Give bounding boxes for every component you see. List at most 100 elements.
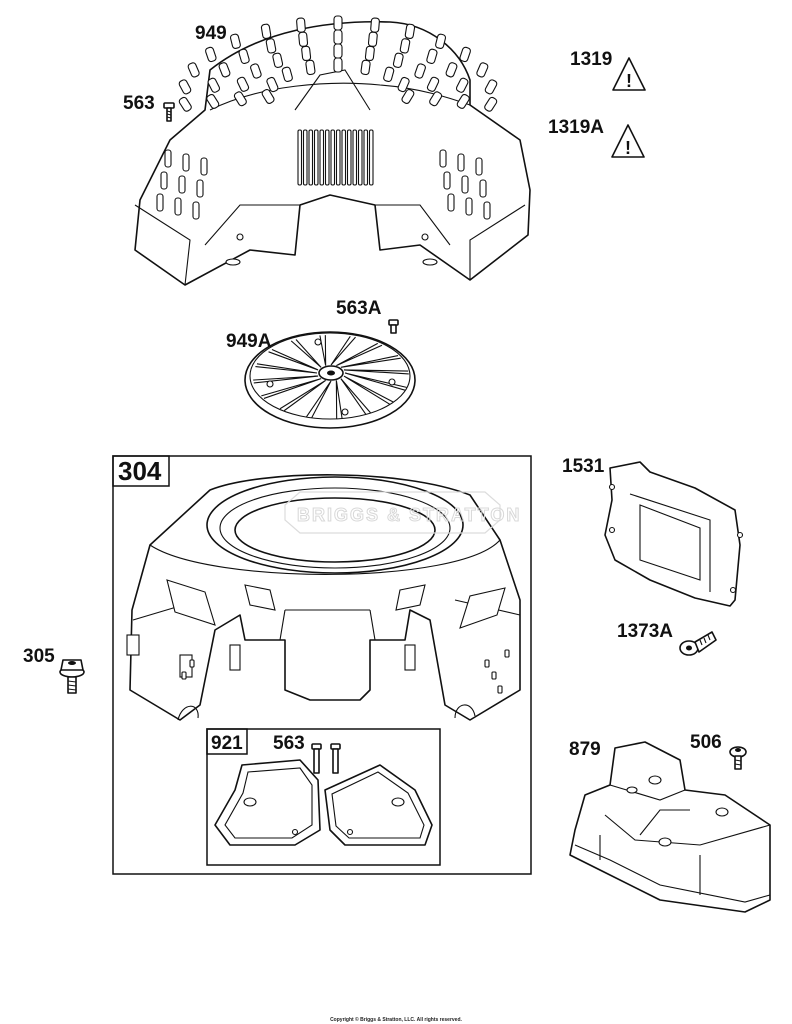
grille-slot (200, 157, 208, 176)
grille-slot (233, 91, 247, 107)
grille-slot (368, 129, 374, 186)
grille-slot (333, 43, 343, 59)
grille-slot (205, 46, 217, 63)
grille-slot (319, 129, 325, 186)
label-304: 304 (118, 456, 162, 486)
grille-slot (164, 149, 172, 168)
grille-slot (476, 62, 489, 78)
part-949A-screen-disc (244, 331, 416, 429)
grille-slot (363, 129, 369, 186)
grille-slot (397, 76, 410, 93)
grille-slot (367, 31, 378, 47)
housing-rib (491, 671, 497, 680)
screw-305-icon (59, 659, 85, 694)
grille-slot (218, 62, 231, 78)
grille-slot (261, 88, 275, 104)
grille-slot (302, 129, 308, 186)
grille-slot (392, 52, 404, 68)
grille-slot (178, 96, 192, 112)
grille-slot (445, 62, 458, 78)
grille-slot (298, 31, 309, 47)
grille-slot (352, 129, 358, 186)
screw-1373A-icon (679, 631, 717, 656)
box-304 (112, 455, 532, 875)
grille-slot (333, 57, 343, 73)
grille-slot (313, 129, 319, 186)
grille-slot (333, 15, 343, 31)
screw-506-icon (729, 746, 747, 770)
grille-slot (333, 29, 343, 45)
grille-slot (483, 201, 491, 220)
warning-triangle-icon: ! (612, 57, 646, 91)
grille-slot (435, 33, 447, 49)
screw-563A-icon (388, 319, 399, 334)
grille-slot (296, 17, 306, 33)
part-1531-bracket (604, 461, 744, 607)
grille-slot (301, 45, 312, 62)
housing-rib (504, 649, 510, 658)
label-563A: 563A (336, 298, 382, 319)
housing-rib (189, 659, 195, 668)
grille-slot (160, 171, 168, 190)
label-921: 921 (211, 733, 243, 754)
grille-slot (414, 63, 426, 79)
screw-563-icon (163, 102, 175, 122)
screw-563-pair-icon (311, 743, 341, 774)
screen-spoke (330, 335, 356, 366)
screen-spoke (343, 369, 409, 375)
grille-slot (479, 179, 487, 198)
grille-slot (447, 193, 455, 212)
part-949-rotating-screen (134, 15, 531, 286)
grille-slot (182, 153, 190, 172)
grille-slot (399, 38, 411, 54)
grille-slot (324, 129, 330, 186)
grille-slot (457, 153, 465, 172)
grille-slot (357, 129, 363, 186)
grille-slot (187, 62, 200, 78)
warning-triangle-icon: ! (611, 124, 645, 158)
box-304-tag (112, 455, 170, 487)
screen-spoke (340, 355, 401, 368)
grille-slot (429, 91, 443, 107)
label-506: 506 (690, 732, 722, 753)
screen-spoke (343, 375, 394, 405)
screen-spoke (290, 339, 322, 368)
grille-slot (174, 197, 182, 216)
grille-slot (308, 129, 314, 186)
grille-slot (335, 129, 341, 186)
grille-slot (196, 179, 204, 198)
screen-spoke (335, 380, 343, 419)
grille-slot (192, 201, 200, 220)
grille-slot (260, 23, 272, 39)
grille-slot (426, 48, 438, 64)
grille-slot (465, 197, 473, 216)
grille-slot (229, 33, 241, 49)
label-1319A: 1319A (548, 117, 604, 138)
grille-slot (265, 38, 277, 54)
grille-slot (360, 59, 371, 76)
grille-slot (297, 129, 303, 186)
screen-spoke (253, 375, 319, 384)
grille-slot (178, 175, 186, 194)
grille-slot (364, 45, 375, 62)
grille-slot (484, 96, 498, 112)
grille-slot (330, 129, 336, 186)
grille-slot (370, 17, 380, 33)
grille-slot (484, 79, 498, 95)
grille-slot (461, 175, 469, 194)
part-921-baffle-right (324, 764, 433, 846)
grille-slot (383, 66, 395, 82)
screen-spoke (279, 379, 326, 412)
screen-spoke (261, 378, 322, 399)
grille-slot (455, 77, 469, 93)
grille-slot (439, 149, 447, 168)
label-563-box: 563 (273, 733, 305, 754)
grille-slot (266, 76, 279, 93)
grille-slot (401, 88, 415, 104)
label-305: 305 (23, 646, 55, 667)
grille-slot (238, 48, 250, 64)
grille-slot (178, 79, 192, 95)
grille-slot (207, 77, 221, 93)
box-921 (206, 728, 441, 866)
grille-slot (281, 66, 293, 82)
